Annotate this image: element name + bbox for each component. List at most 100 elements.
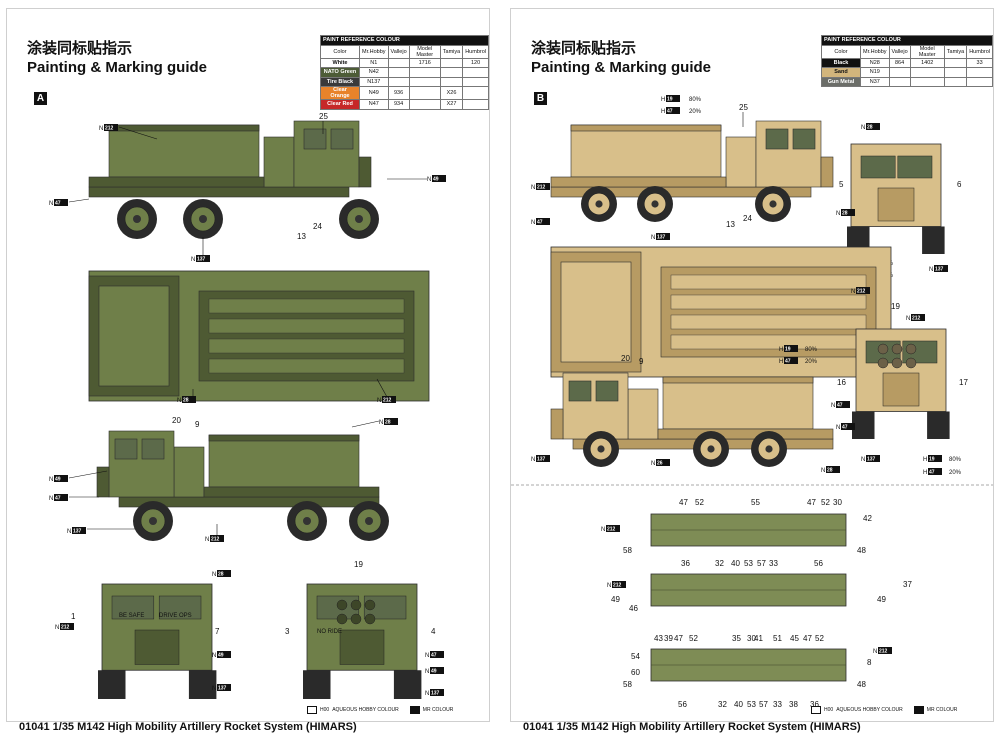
paint-code-box [866, 123, 880, 130]
exhaust-stack-box [627, 388, 659, 440]
paint-code-prefix: N [212, 572, 216, 578]
callout-number: 57 [757, 559, 766, 568]
callout-number: 1 [71, 612, 76, 621]
table-header: Mr.Hobby [860, 44, 890, 59]
rear-plate: NO RIDE [317, 629, 342, 635]
callout-number: 20 [621, 354, 630, 363]
rocket-tube [350, 613, 362, 625]
paint-code-label: 49 [433, 177, 439, 183]
callout-number: 9 [195, 420, 200, 429]
launcher-top-rail [662, 376, 814, 384]
hub-cap [303, 517, 311, 525]
hub-cap [365, 517, 373, 525]
paint-code-box [928, 468, 942, 475]
callout-number: 43 [654, 634, 663, 643]
paint-code-label: 49 [218, 653, 224, 659]
rocket-tube-row [208, 338, 405, 354]
paint-code-label: 137 [73, 529, 82, 535]
paint-code-prefix: N [205, 537, 209, 543]
table-cell: 934 [387, 99, 410, 110]
paint-code-box [384, 418, 398, 425]
paint-code-box [606, 525, 620, 532]
legend-label: MR COLOUR [422, 707, 454, 713]
legend-label: AQUEOUS HOBBY COLOUR [836, 707, 903, 713]
legend-swatch-mr [409, 706, 420, 714]
paint-code-label: 137 [867, 457, 876, 463]
callout-number: 9 [639, 357, 644, 366]
rocket-tube-row [208, 358, 405, 374]
callout-number: 41 [754, 634, 763, 643]
paint-code-box [217, 651, 231, 658]
callout-number: 56 [678, 700, 687, 709]
paint-code-prefix: N [651, 461, 655, 467]
paint-code-box [878, 647, 892, 654]
callout-number: 25 [319, 112, 328, 121]
callout-number: 24 [743, 214, 752, 223]
tire-right [188, 670, 217, 699]
tire-right [922, 226, 945, 254]
paint-code-prefix: N [851, 289, 855, 295]
instruction-page-b: 涂装同标贴指示 Painting & Marking guide B PAINT… [510, 8, 994, 733]
tire-left [852, 411, 875, 439]
paint-code-box [784, 345, 798, 352]
callout-number: 49 [611, 595, 620, 604]
paint-code-label: 28 [827, 468, 833, 474]
callout-number: 33 [773, 700, 782, 709]
callout-number: 8 [867, 658, 872, 667]
front-bumper [358, 156, 372, 188]
paint-reference-table: PAINT REFERENCE COLOUR Color Mr.Hobby Va… [320, 35, 489, 110]
callout-number: 46 [629, 604, 638, 613]
callout-number: 3 [285, 627, 290, 636]
paint-code-box [666, 95, 680, 102]
paint-code-label: 137 [431, 691, 440, 697]
tire-right [927, 411, 950, 439]
paint-code-label: 137 [537, 457, 546, 463]
rocket-tube-row [670, 314, 867, 330]
paint-code-prefix: N [67, 529, 71, 535]
table-header: Humbrol [966, 44, 993, 59]
mix-percent: 80% [689, 97, 702, 103]
paint-code-label: 47 [537, 220, 543, 226]
paint-code-box [104, 124, 118, 131]
exhaust-stack-box [173, 446, 205, 498]
paint-code-prefix: N [99, 126, 103, 132]
callout-number: 47 [679, 498, 688, 507]
callout-number: 52 [821, 498, 830, 507]
paint-code-label: 47 [55, 201, 61, 207]
paint-code-label: 47 [667, 109, 673, 115]
paint-code-box [217, 570, 231, 577]
paint-code-label: 19 [929, 457, 935, 463]
callout-number: 37 [903, 580, 912, 589]
hub-cap [595, 200, 603, 208]
front-bumper [550, 408, 564, 440]
hub-cap [765, 445, 773, 453]
paint-reference-table: PAINT REFERENCE COLOUR Color Mr.Hobby Va… [821, 35, 993, 87]
windshield-left [111, 595, 155, 620]
callout-number: 53 [747, 700, 756, 709]
color-swatch-cell: Clear Orange [320, 86, 360, 100]
paint-code-box [72, 527, 86, 534]
table-header: Model Master [909, 44, 945, 59]
rocket-tube [877, 357, 889, 369]
launcher-pod [208, 434, 360, 488]
rocket-tube-row [208, 318, 405, 334]
paint-code-box [54, 199, 68, 206]
mix-percent: 80% [805, 347, 818, 353]
paint-code-prefix: N [531, 185, 535, 191]
table-header: Color [821, 44, 861, 59]
launcher-pod [662, 376, 814, 430]
paint-code-label: 19 [785, 347, 791, 353]
paint-code-box [536, 183, 550, 190]
table-cell [966, 76, 993, 87]
callout-number: 45 [790, 634, 799, 643]
mix-percent: 20% [689, 109, 702, 115]
table-cell: N49 [359, 86, 389, 100]
paint-code-label: 212 [383, 398, 392, 404]
paint-code-label: 137 [657, 235, 666, 241]
legend-swatch-aqueous [307, 706, 317, 714]
